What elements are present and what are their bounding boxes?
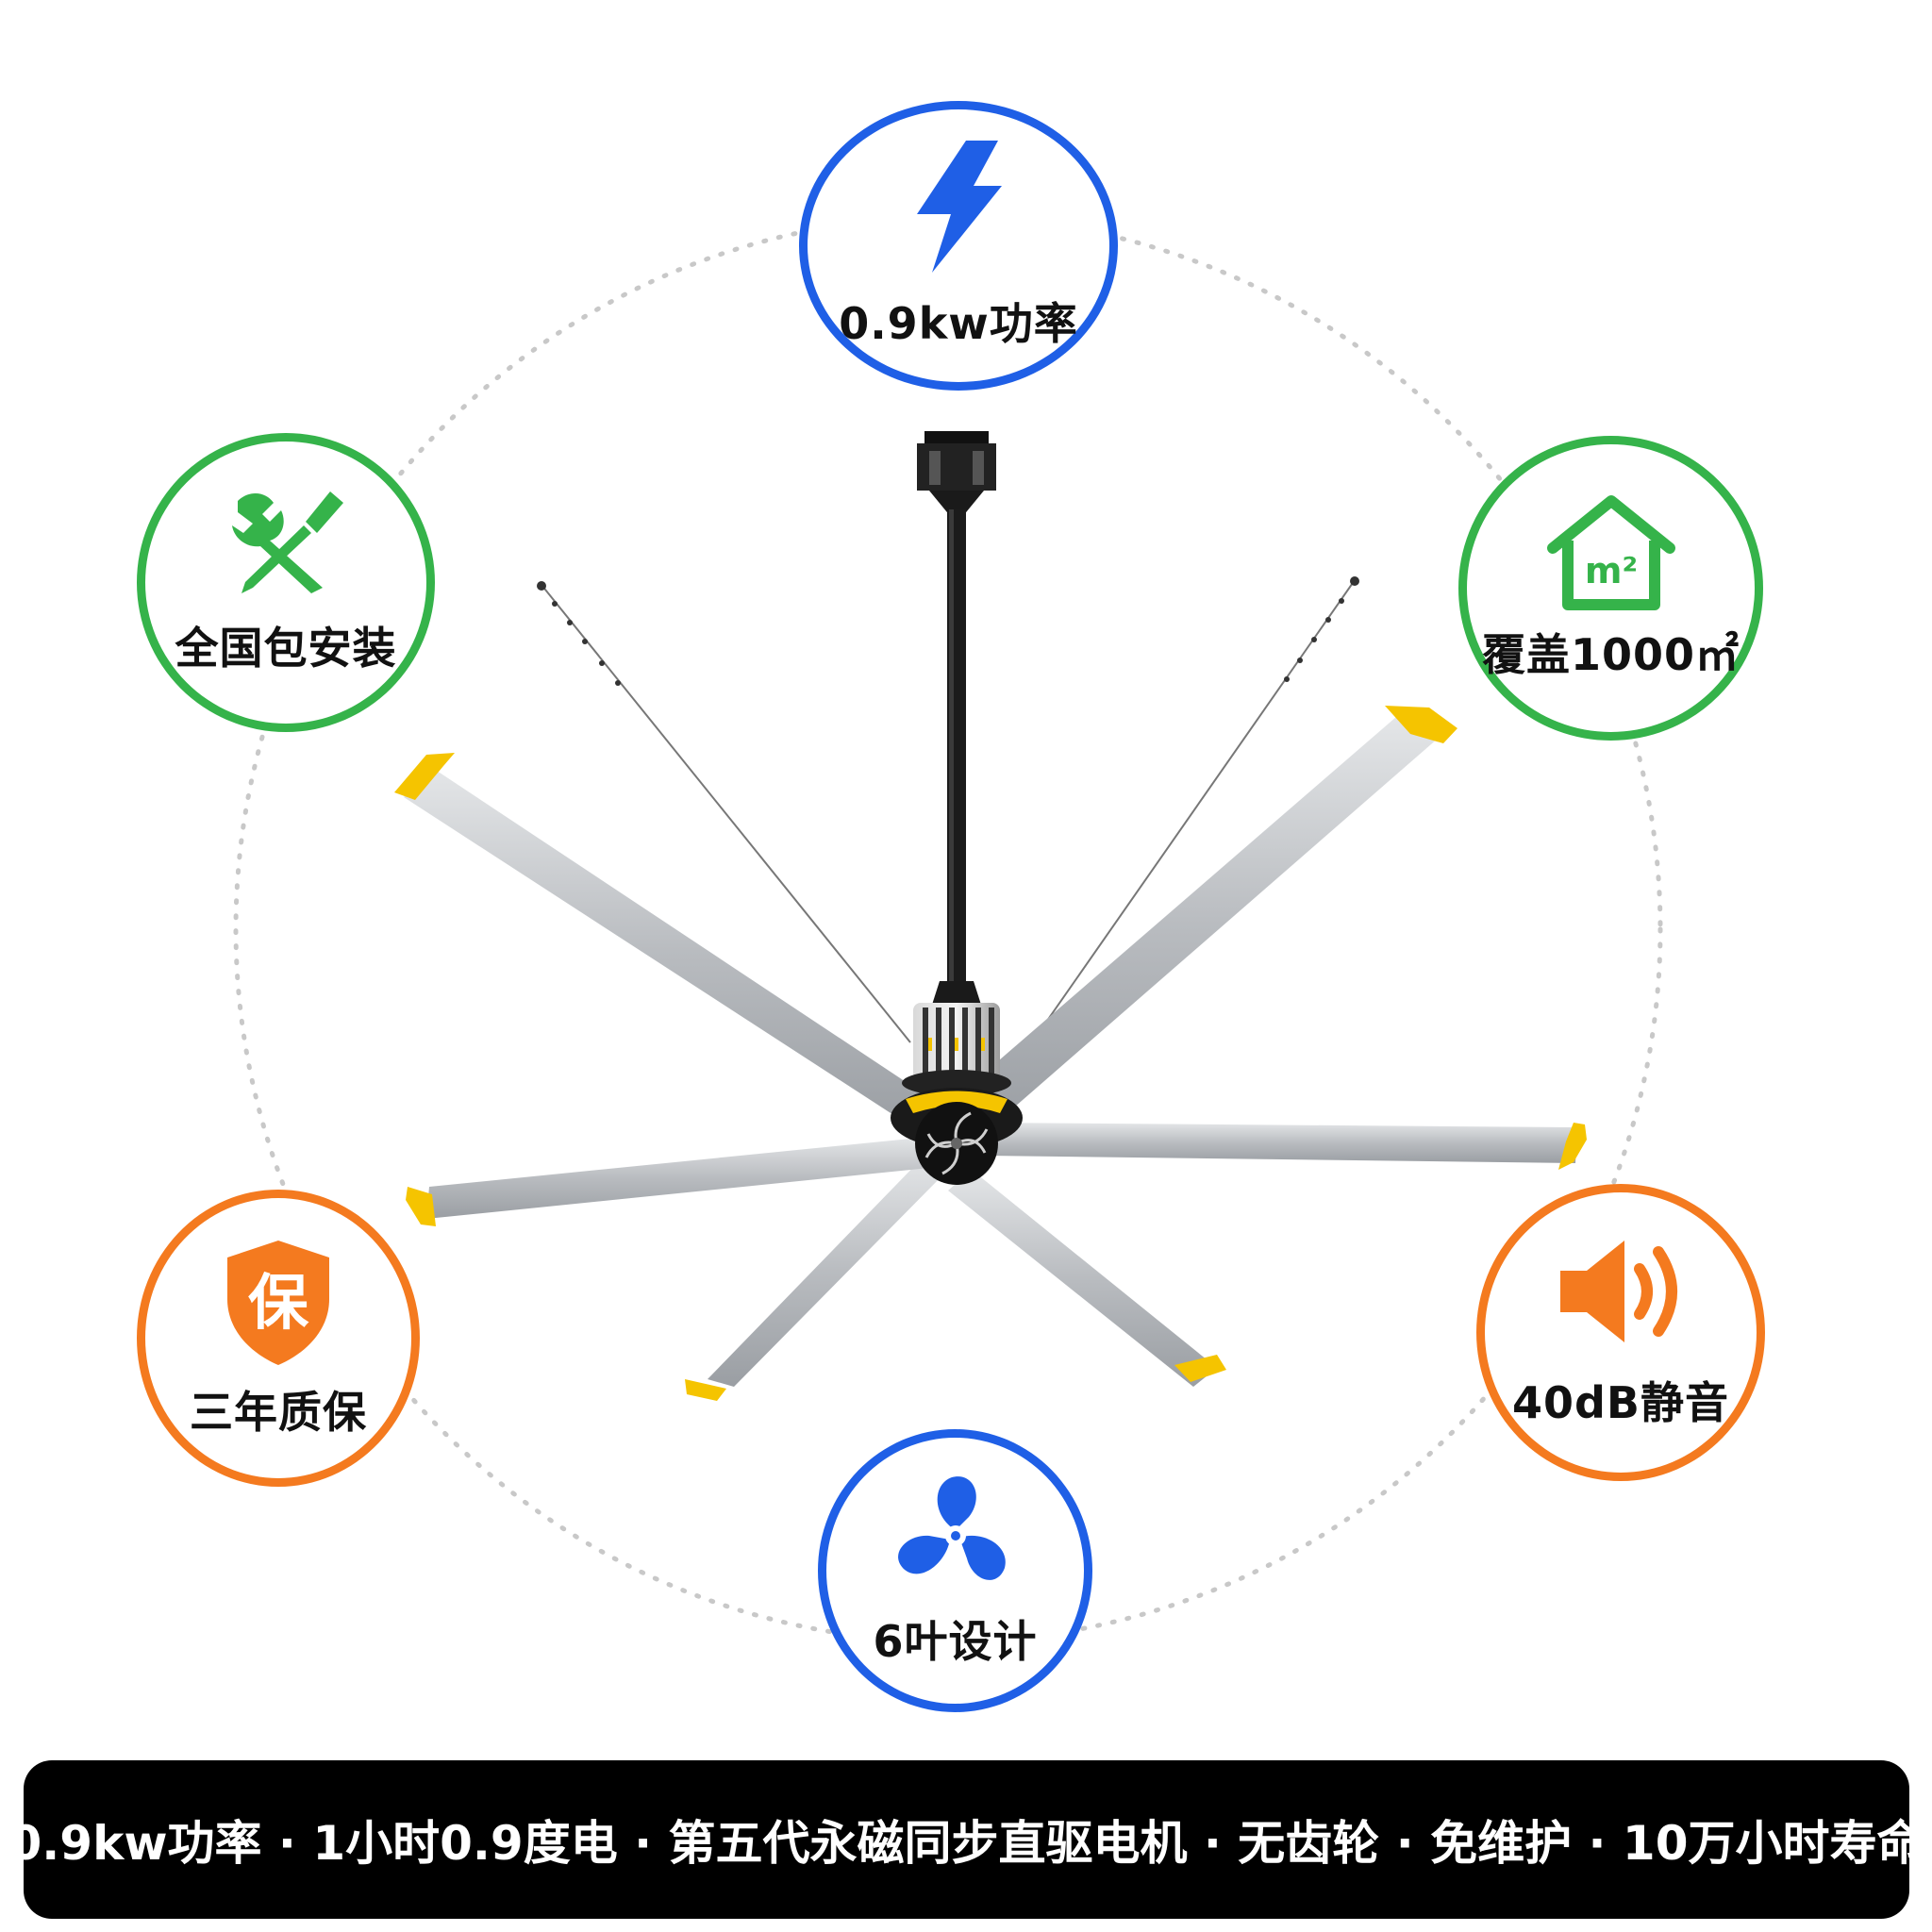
- feature-summary-banner: 0.9kw功率 · 1小时0.9度电 · 第五代永磁同步直驱电机 · 无齿轮 ·…: [9, 1760, 1924, 1919]
- fan-icon: [897, 1476, 1006, 1580]
- feature-badge-warranty: 保 三年质保: [137, 1190, 420, 1487]
- feature-summary-text: 0.9kw功率 · 1小时0.9度电 · 第五代永磁同步直驱电机 · 无齿轮 ·…: [8, 1816, 1924, 1871]
- lightning-bolt-icon: [917, 140, 1002, 273]
- feature-badge-power: 0.9kw功率: [799, 101, 1118, 391]
- feature-label-blades: 6叶设计: [873, 1616, 1038, 1667]
- feature-label-sound: 40dB静音: [1511, 1376, 1729, 1428]
- ceiling-mount-plate: [924, 431, 989, 444]
- fan-blades: [404, 717, 1577, 1387]
- house-m2-icon: m²: [1546, 495, 1675, 610]
- feature-badge-blades: 6叶设计: [818, 1429, 1092, 1712]
- feature-label-install: 全国包安装: [175, 622, 397, 674]
- house-icon-text: m²: [1584, 550, 1637, 591]
- speaker-icon: [1560, 1240, 1677, 1342]
- feature-label-area: 覆盖1000㎡: [1481, 629, 1740, 680]
- feature-badge-sound: 40dB静音: [1476, 1184, 1765, 1481]
- shield-icon-text: 保: [248, 1269, 309, 1339]
- feature-label-warranty: 三年质保: [190, 1386, 367, 1438]
- feature-label-power: 0.9kw功率: [839, 297, 1078, 349]
- shield-icon: 保: [227, 1240, 329, 1365]
- feature-badge-install: 全国包安装: [137, 433, 435, 732]
- blade-tips: [394, 706, 1587, 1401]
- tools-icon: [232, 491, 343, 593]
- feature-badge-area: m² 覆盖1000㎡: [1458, 436, 1763, 741]
